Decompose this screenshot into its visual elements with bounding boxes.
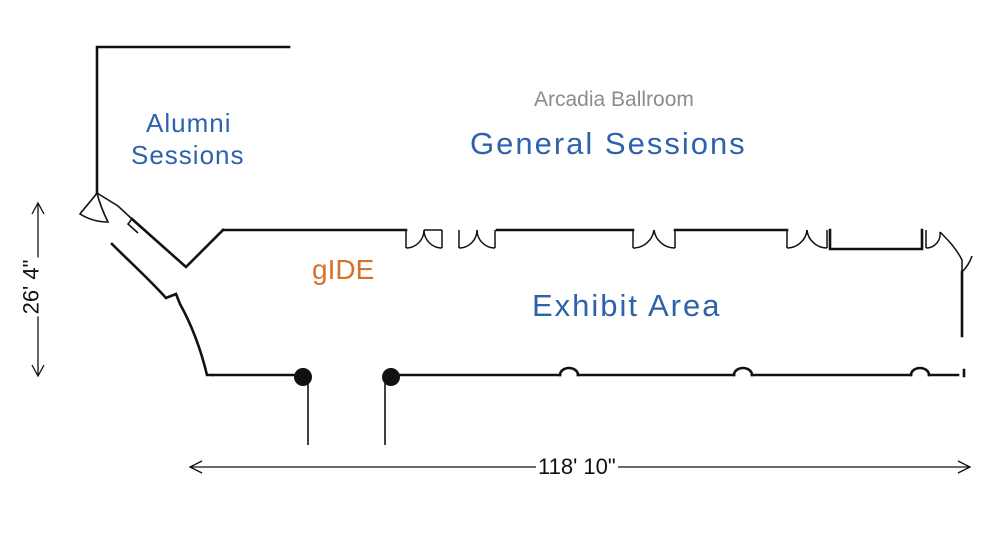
arcadia-ballroom-label: Arcadia Ballroom [534,88,694,111]
corner-door-left [78,191,110,223]
gide-label: gIDE [312,254,375,285]
ballroom-outer-wall [95,45,291,195]
alumni-sessions-label-line2: Sessions [131,140,245,170]
bottom-alcove-3 [909,366,931,377]
bottom-alcove-2 [732,366,754,377]
alumni-sessions-label-line1: Alumni [146,108,232,138]
general-sessions-label: General Sessions [470,126,747,161]
curved-lower-wall [110,242,215,377]
double-door-3 [632,229,676,249]
corner-door-right [925,230,973,274]
entrance-post-left [294,368,312,445]
double-door-2 [458,229,496,249]
entrance-post-right [382,368,400,445]
height-dimension-label: 26' 4" [18,257,44,317]
exhibit-area-label: Exhibit Area [532,288,722,323]
width-dimension-label: 118' 10" [536,454,618,479]
exhibit-top-wall-4 [828,228,924,251]
bottom-alcove-1 [558,366,580,377]
double-door-4 [786,229,828,249]
double-door-1 [405,229,443,249]
diagonal-wall-upper [130,217,225,269]
